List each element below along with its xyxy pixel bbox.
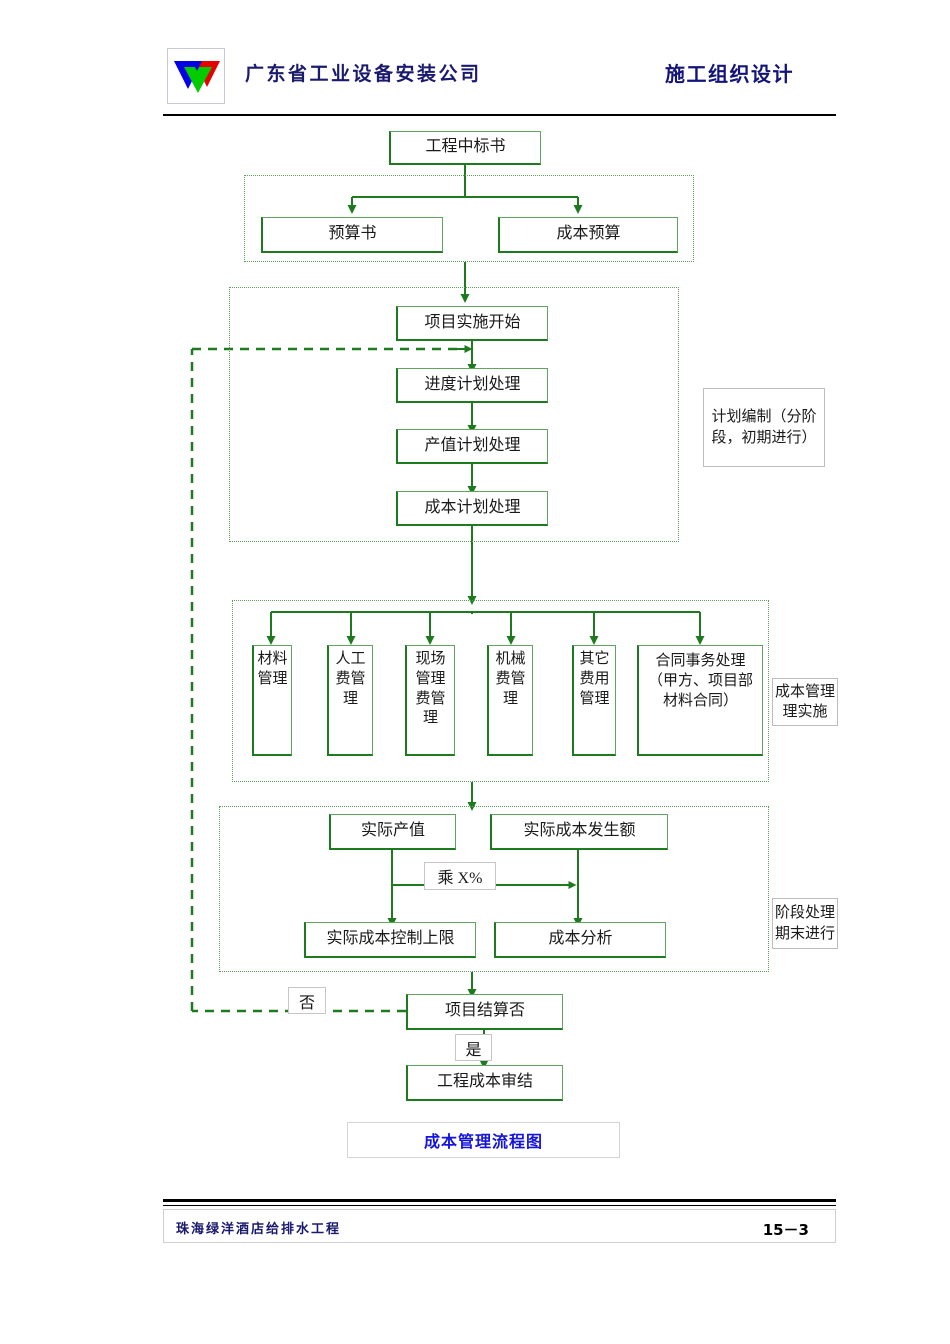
node-budget-book: 预算书	[261, 217, 443, 253]
group-frame-cost-execution	[232, 600, 769, 782]
footer-page-number: 15－3	[762, 1221, 809, 1239]
footer-divider-thin	[163, 1205, 836, 1206]
group-frame-budget	[244, 175, 694, 262]
node-contract-affairs: 合同事务处理 （甲方、项目部 材料合同）	[637, 645, 763, 756]
node-output-plan: 产值计划处理	[396, 429, 548, 464]
header-divider	[163, 114, 836, 116]
edge-label-multiply: 乘 X%	[424, 862, 496, 890]
node-labor-cost-management: 人工 费管 理	[327, 645, 373, 756]
node-actual-output: 实际产值	[329, 814, 456, 850]
node-cost-plan: 成本计划处理	[396, 491, 548, 526]
diagram-caption: 成本管理流程图	[347, 1122, 620, 1158]
node-final-cost-audit: 工程成本审结	[406, 1065, 563, 1101]
node-material-management: 材料 管理	[252, 645, 292, 756]
group-frame-stage-processing	[219, 806, 769, 972]
node-settlement-decision: 项目结算否	[406, 994, 563, 1030]
document-kind-title: 施工组织设计	[665, 62, 794, 86]
side-label-planning: 计划编制（分阶段，初期进行）	[703, 388, 825, 467]
node-project-start: 项目实施开始	[396, 306, 548, 341]
node-actual-cost-ceiling: 实际成本控制上限	[304, 922, 476, 958]
node-machinery-cost-management: 机械 费管 理	[487, 645, 533, 756]
node-cost-analysis: 成本分析	[494, 922, 666, 958]
side-label-cost-execution: 成本管理理实施	[772, 678, 838, 726]
edge-label-yes: 是	[455, 1034, 492, 1061]
company-name: 广东省工业设备安装公司	[245, 63, 482, 85]
page-header: 广东省工业设备安装公司 施工组织设计	[167, 48, 834, 106]
node-actual-cost-incurred: 实际成本发生额	[490, 814, 668, 850]
page-footer: 珠海绿洋酒店给排水工程 15－3	[163, 1209, 836, 1243]
company-logo	[167, 48, 225, 104]
node-bid-document: 工程中标书	[389, 131, 541, 165]
edge-label-no: 否	[288, 987, 326, 1014]
node-site-management-fee: 现场 管理 费管 理	[405, 645, 455, 756]
side-label-stage-processing: 阶段处理期末进行	[772, 898, 838, 949]
diagram-caption-text: 成本管理流程图	[423, 1132, 543, 1151]
footer-divider-thick	[163, 1199, 836, 1202]
group-frame-planning	[229, 287, 679, 542]
footer-project-name: 珠海绿洋酒店给排水工程	[176, 1222, 342, 1237]
node-cost-budget: 成本预算	[498, 217, 678, 253]
company-triangle-logo-icon	[174, 61, 220, 93]
node-other-cost-management: 其它 费用 管理	[572, 645, 616, 756]
node-schedule-plan: 进度计划处理	[396, 368, 548, 403]
